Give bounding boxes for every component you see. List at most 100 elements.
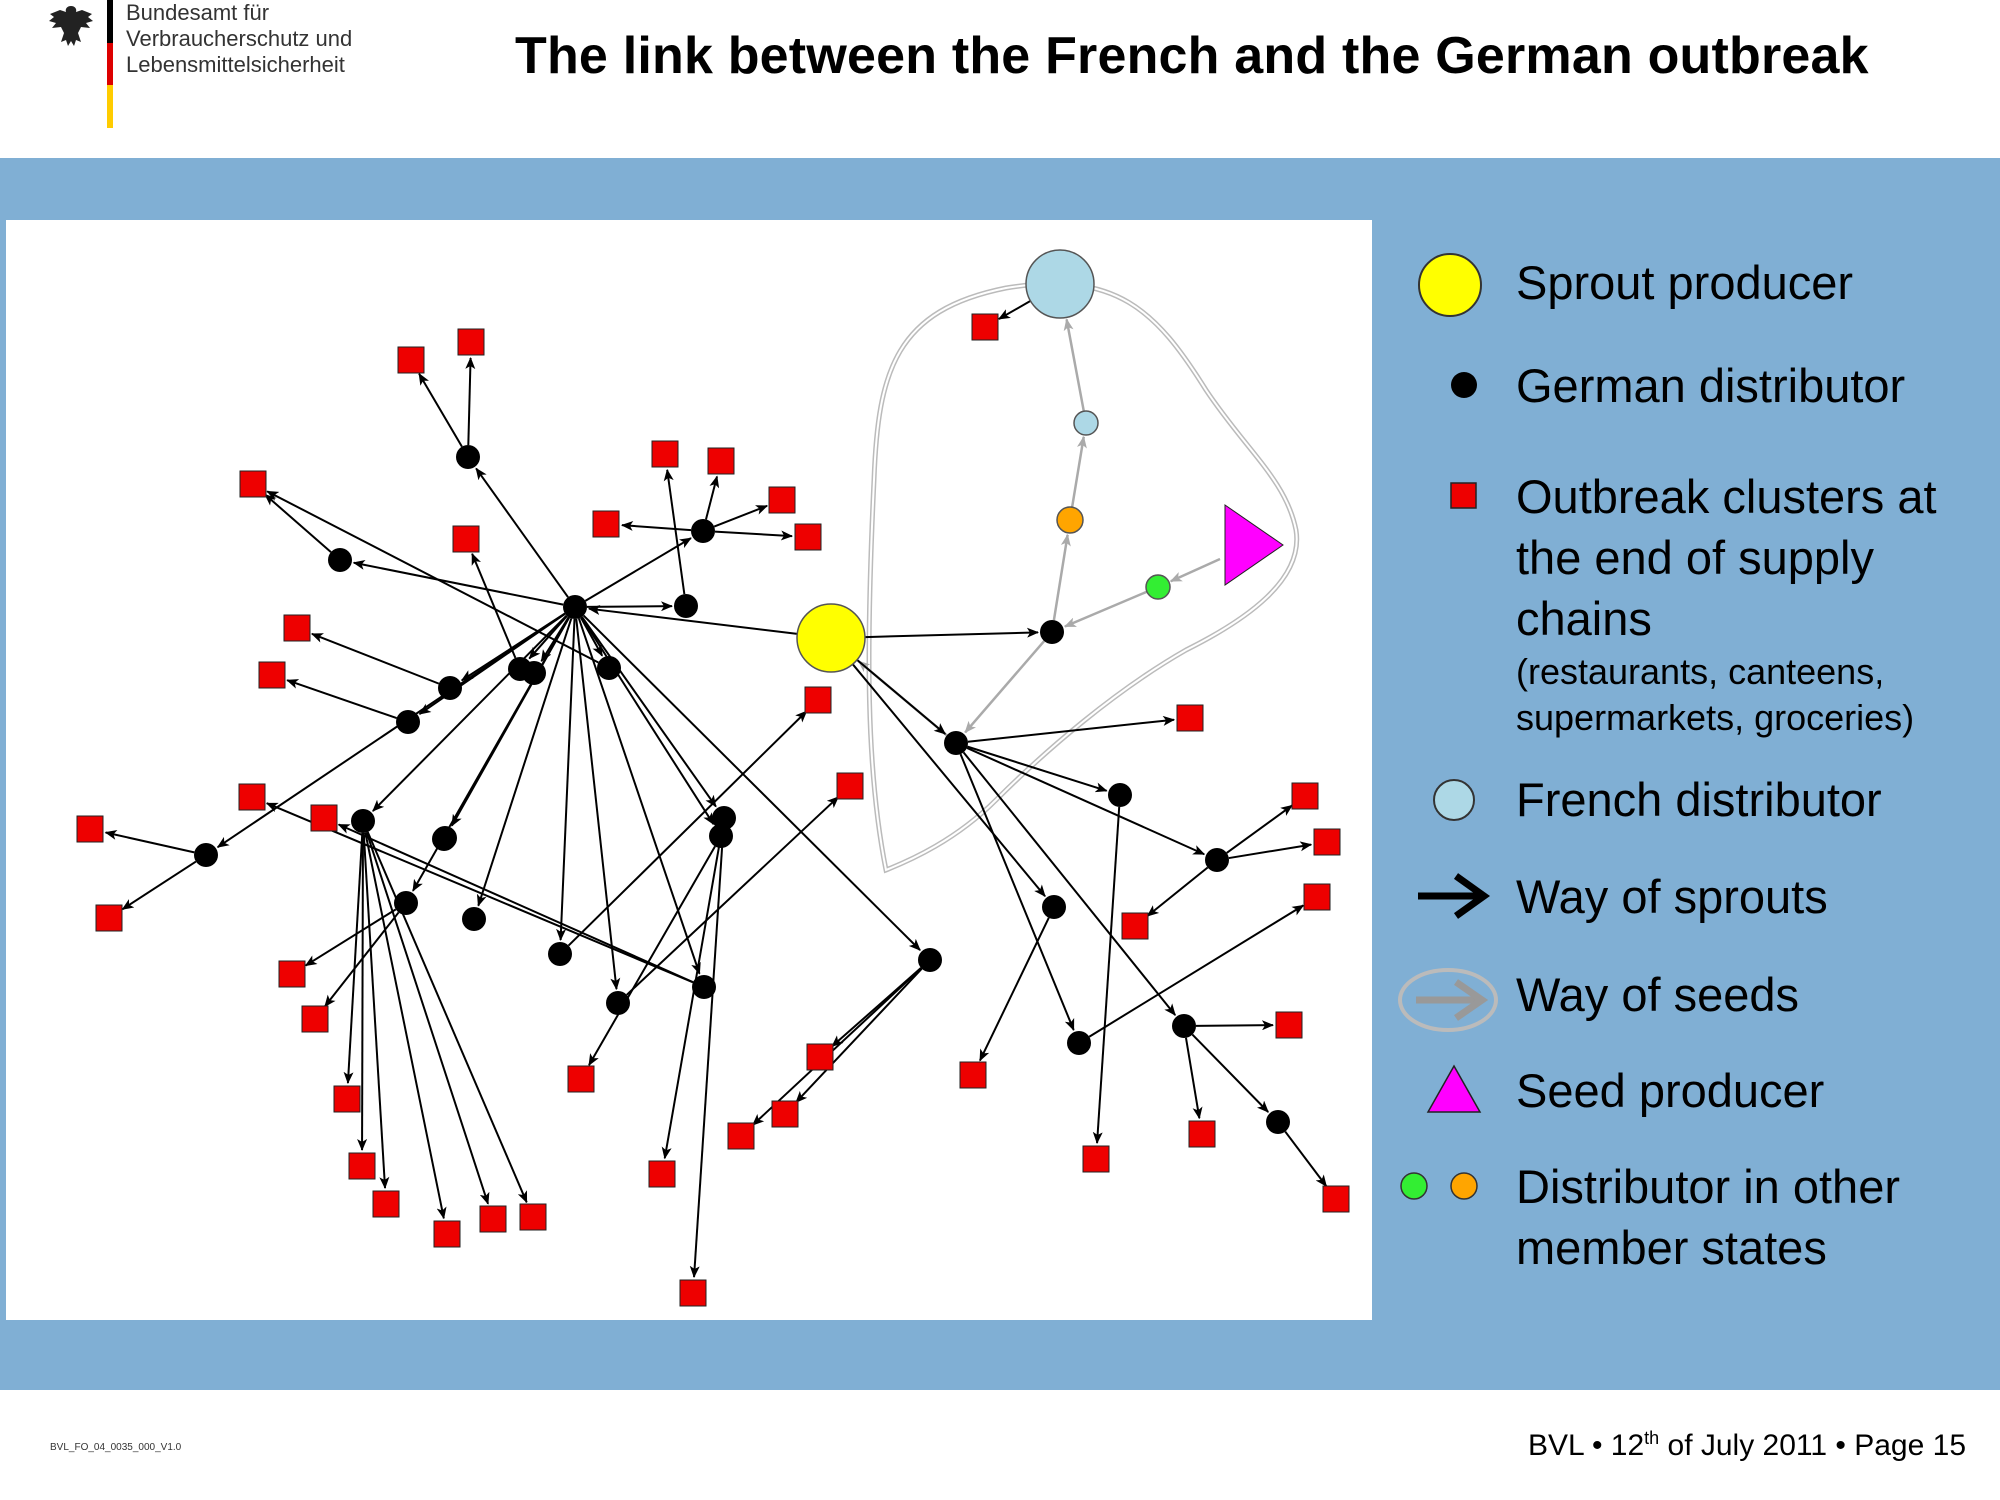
sprout-edge [586,601,674,612]
french-distributor-node [1025,249,1095,319]
german-distributor-node [944,731,968,755]
outbreak-cluster-node [794,523,822,551]
agency-line-3: Lebensmittelsicherheit [126,52,345,77]
slide-title: The link between the French and the Germ… [515,27,1869,85]
sprout-edge [620,520,692,532]
sprout-edge [475,467,569,598]
outbreak-sub-2: supermarkets, groceries) [1516,697,1915,738]
federal-eagle-icon [49,6,93,46]
sprout-edge [831,967,922,1048]
outbreak-cluster-node [1188,1120,1216,1148]
sprout-edge [364,832,447,1220]
seed-producer-node [1224,504,1284,586]
footer-suffix: of July 2011 • Page 15 [1659,1429,1967,1462]
sprout-edge [581,616,717,808]
outbreak-cluster-node [1322,1185,1350,1213]
german-distributor-node [606,991,630,1015]
german-flag-bar [107,0,113,128]
german-distributor-node [462,907,486,931]
legend: Sprout producer German distributor Outbr… [1380,220,2000,1320]
outbreak-cluster-node [76,815,104,843]
german-distributor-node [548,942,572,966]
sprout-edge [705,475,720,520]
german-distributor-node [563,595,587,619]
sprout-edge [856,659,947,735]
sprout-edge [412,616,570,892]
sprout-edge [372,614,568,812]
sprout-edge [967,745,1108,793]
german-distributor-node [1266,1110,1290,1134]
distributor-other-symbol-icon [1400,1172,1478,1200]
distributor-other-line-1: Distributor in other [1516,1160,1900,1213]
legend-label-german-distributor: German distributor [1516,359,1906,412]
legend-item-way-of-sprouts: Way of sprouts [1380,868,2000,938]
seed-edge [1169,557,1221,583]
distributor-other-node [1145,574,1171,600]
seed-path-enclosure-inner [868,282,1298,872]
legend-item-distributor-other: Distributor in other member states [1380,1156,2000,1286]
sprout-edge [357,832,368,1152]
german-distributor-node [1108,783,1132,807]
sprout-edge [575,618,621,991]
slide-header: Bundesamt für Verbraucherschutz und Lebe… [0,0,2000,158]
german-distributor-node [692,975,716,999]
outbreak-cluster-node [95,904,123,932]
outbreak-cluster-node [238,783,266,811]
sprout-edge [264,493,332,553]
sprout-edge [1088,904,1305,1038]
sprout-edge [304,908,397,967]
sprout-edge [851,663,1046,897]
sprout-edge [1195,1020,1275,1031]
sprout-edge [689,829,725,1279]
outbreak-cluster-node [239,470,267,498]
seed-edge [1063,318,1086,412]
outbreak-cluster-node [258,661,286,689]
outbreak-cluster-symbol-icon [1450,482,1477,509]
outbreak-cluster-node [519,1203,547,1231]
supply-chain-network [76,249,1350,1307]
sprout-edge [962,751,1176,1016]
sprout-edge [365,832,490,1205]
legend-item-way-of-seeds: Way of seeds [1380,960,2000,1040]
page-footer: BVL • 12th of July 2011 • Page 15 [1528,1428,1966,1463]
footer-prefix: BVL • 12 [1528,1429,1645,1462]
outbreak-cluster-node [806,1043,834,1071]
legend-item-seed-producer: Seed producer [1380,1062,2000,1132]
gray-arrow-icon [1398,968,1498,1032]
sprout-edge [966,746,1206,856]
footer-superscript: th [1644,1428,1660,1448]
sprout-edge [343,832,364,1085]
outbreak-cluster-node [959,1061,987,1089]
network-diagram-panel [6,220,1372,1320]
sprout-producer-symbol-icon [1418,253,1482,317]
outbreak-line-2: the end of supply [1516,531,1874,584]
agency-line-1: Bundesamt für [126,0,270,25]
sprout-edge [104,830,195,854]
legend-label-french-distributor: French distributor [1516,773,1882,826]
outbreak-cluster-node [479,1205,507,1233]
sprout-edge [1184,1037,1203,1120]
sprout-edge [352,559,564,606]
legend-label-way-of-seeds: Way of seeds [1516,968,1799,1021]
seed-producer-symbol-icon [1426,1064,1482,1113]
sprout-edge [1092,806,1121,1145]
legend-item-sprout-producer: Sprout producer [1380,250,2000,320]
sprout-edge [959,753,1075,1031]
german-distributor-node [691,519,715,543]
german-distributor-node [1205,848,1229,872]
outbreak-cluster-node [768,486,796,514]
sprout-edge [967,715,1176,743]
seed-edge [964,640,1046,734]
german-distributor-node [918,948,942,972]
german-distributor-node [522,661,546,685]
document-code: BVL_FO_04_0035_000_V1.0 [50,1442,182,1453]
german-distributor-node [456,445,480,469]
sprout-edge [471,552,517,659]
sprout-edge [713,504,769,528]
german-distributor-node [432,827,456,851]
german-distributor-node [709,824,733,848]
sprout-edge [567,710,808,947]
flag-red-stripe [107,42,113,86]
sprout-edge [476,618,573,907]
outbreak-cluster-node [1313,828,1341,856]
